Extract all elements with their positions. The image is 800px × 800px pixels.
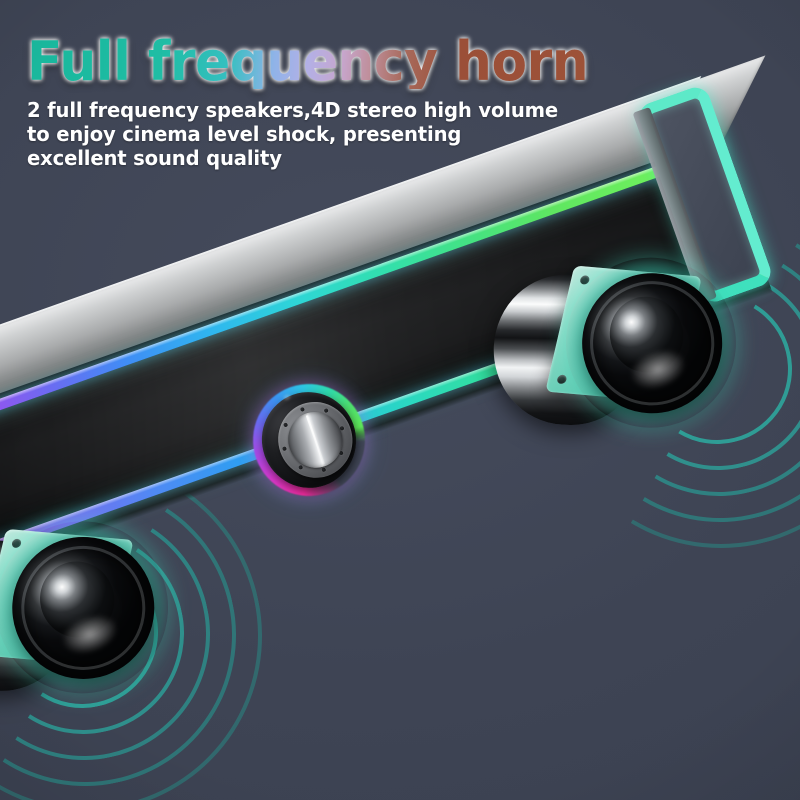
screw-dot (281, 445, 288, 452)
screw-dot (299, 406, 306, 413)
page-title: Full frequency horn (27, 30, 589, 93)
subtitle-line-2: to enjoy cinema level shock, presenting (27, 121, 462, 146)
screw-dot (283, 422, 289, 428)
screw-dot (321, 467, 327, 473)
page-subtitle: 2 full frequency speakers,4D stereo high… (27, 98, 585, 170)
flange-screw-hole (556, 374, 568, 385)
marketing-copy: Full frequency horn 2 full frequency spe… (27, 34, 612, 170)
screw-dot (298, 464, 304, 471)
subtitle-line-1: 2 full frequency speakers,4D stereo high… (27, 98, 559, 123)
subtitle-line-3: excellent sound quality (27, 145, 282, 170)
